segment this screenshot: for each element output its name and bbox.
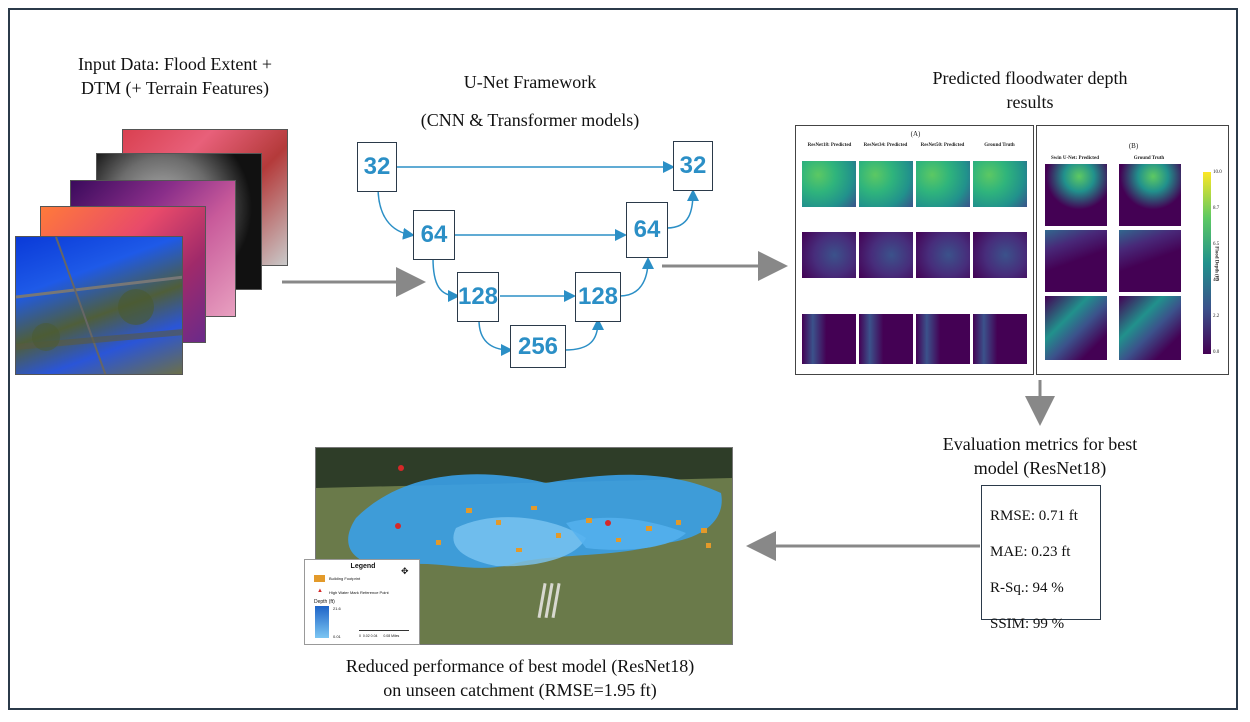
panel-a-col-3: ResNet50: Predicted bbox=[920, 143, 965, 148]
high-water-mark-icon: ▲ bbox=[317, 588, 323, 594]
panel-a-col-4: Ground Truth bbox=[984, 143, 1015, 148]
results-caption: Predicted floodwater depth results bbox=[880, 66, 1180, 114]
input-caption-line2: DTM (+ Terrain Features) bbox=[81, 78, 269, 98]
colorbar-tick-2: 8.7 bbox=[1213, 206, 1220, 211]
scale-bar bbox=[359, 630, 409, 633]
panel-b-col-1: Swin U-Net: Predicted bbox=[1051, 156, 1099, 161]
colorbar-tick-4: 4.3 bbox=[1213, 278, 1220, 283]
metric-r-squared: R-Sq.: 94 % bbox=[990, 580, 1064, 596]
north-arrow-icon: ✥ bbox=[401, 566, 409, 576]
down-path-3 bbox=[478, 319, 513, 356]
panel-a-tile-r2-c2 bbox=[859, 232, 913, 278]
panel-a-tile-r1-c3 bbox=[916, 161, 970, 207]
legend-building: Building Footprint bbox=[329, 576, 361, 581]
input-caption-line1: Input Data: Flood Extent + bbox=[77, 54, 273, 74]
up-path-1 bbox=[564, 318, 604, 351]
panel-b-label: (B) bbox=[1128, 142, 1139, 150]
colorbar-tick-3: 6.5 bbox=[1213, 242, 1220, 247]
panel-a-tile-r3-c3 bbox=[916, 314, 970, 364]
panel-a-col-2: ResNet34: Predicted bbox=[863, 143, 908, 148]
metric-mae: MAE: 0.23 ft bbox=[990, 544, 1071, 560]
colorbar-tick-6: 0.0 bbox=[1213, 350, 1220, 355]
input-layer-1-flood-extent bbox=[15, 236, 183, 375]
metric-ssim: SSIM: 99 % bbox=[990, 616, 1065, 632]
down-path-2 bbox=[432, 257, 460, 302]
panel-a-tile-r3-c4 bbox=[973, 314, 1027, 364]
unet-bottleneck-256: 256 bbox=[510, 325, 566, 368]
unet-subtitle: (CNN & Transformer models) bbox=[420, 110, 640, 130]
figure-frame bbox=[8, 8, 1238, 710]
metrics-box: RMSE: 0.71 ft MAE: 0.23 ft R-Sq.: 94 % S… bbox=[981, 485, 1101, 632]
depth-color-ramp bbox=[315, 606, 329, 638]
unseen-caption-line2: on unseen catchment (RMSE=1.95 ft) bbox=[383, 680, 657, 700]
panel-a-tile-r1-c4 bbox=[973, 161, 1027, 207]
legend-title: Legend bbox=[350, 563, 376, 570]
panel-a-tile-r2-c4 bbox=[973, 232, 1027, 278]
unet-encoder-32: 32 bbox=[357, 142, 397, 192]
input-layer-1-texture bbox=[16, 237, 182, 374]
unet-encoder-128: 128 bbox=[457, 272, 499, 322]
unseen-caption: Reduced performance of best model (ResNe… bbox=[320, 654, 720, 702]
colorbar-tick-1: 10.0 bbox=[1213, 170, 1222, 175]
legend-scale: 0 0.02 0.04 0.08 Miles bbox=[359, 634, 400, 638]
building-footprint-swatch-icon bbox=[314, 575, 325, 582]
panel-a-label: (A) bbox=[910, 130, 921, 138]
results-caption-line1: Predicted floodwater depth bbox=[932, 68, 1128, 88]
map-legend: Legend ✥ Building Footprint ▲ High Water… bbox=[304, 559, 420, 645]
panel-b-tile-r1-c1 bbox=[1045, 164, 1107, 226]
unet-decoder-64: 64 bbox=[626, 202, 668, 258]
results-panel-a: (A) ResNet18: Predicted ResNet34: Predic… bbox=[795, 125, 1034, 375]
legend-depth-min: 0.01 bbox=[333, 634, 341, 639]
up-path-2 bbox=[619, 257, 654, 297]
panel-a-tile-r3-c1 bbox=[802, 314, 856, 364]
evaluation-caption-line1: Evaluation metrics for best bbox=[942, 434, 1138, 454]
colorbar bbox=[1203, 172, 1211, 354]
panel-a-tile-r2-c1 bbox=[802, 232, 856, 278]
unseen-caption-line1: Reduced performance of best model (ResNe… bbox=[345, 656, 695, 676]
panel-b-tile-r3-c2 bbox=[1119, 296, 1181, 360]
panel-a-tile-r1-c1 bbox=[802, 161, 856, 207]
evaluation-caption-line2: model (ResNet18) bbox=[973, 458, 1107, 478]
legend-hwm: High Water Mark Reference Point bbox=[329, 590, 389, 595]
unet-title: U-Net Framework bbox=[463, 72, 597, 92]
up-path-3 bbox=[666, 189, 699, 229]
metric-rmse: RMSE: 0.71 ft bbox=[990, 508, 1078, 524]
legend-depth-max: 21.6 bbox=[333, 606, 341, 611]
unet-decoder-32: 32 bbox=[673, 141, 713, 191]
input-caption: Input Data: Flood Extent + DTM (+ Terrai… bbox=[40, 52, 310, 100]
results-panel-b: (B) Swin U-Net: Predicted Ground Truth 1… bbox=[1036, 125, 1229, 375]
panel-b-tile-r2-c1 bbox=[1045, 230, 1107, 292]
panel-b-tile-r2-c2 bbox=[1119, 230, 1181, 292]
legend-depth: Depth (ft) bbox=[314, 599, 335, 605]
panel-b-tile-r1-c2 bbox=[1119, 164, 1181, 226]
unet-encoder-64: 64 bbox=[413, 210, 455, 260]
colorbar-title: Flood Depth (ft) bbox=[1213, 246, 1219, 281]
down-path-1 bbox=[377, 186, 415, 240]
panel-a-col-1: ResNet18: Predicted bbox=[807, 143, 852, 148]
panel-a-tile-r2-c3 bbox=[916, 232, 970, 278]
panel-a-tile-r3-c2 bbox=[859, 314, 913, 364]
unet-decoder-128: 128 bbox=[575, 272, 621, 322]
panel-b-col-2: Ground Truth bbox=[1133, 156, 1165, 161]
colorbar-tick-5: 2.2 bbox=[1213, 314, 1220, 319]
panel-b-tile-r3-c1 bbox=[1045, 296, 1107, 360]
panel-a-tile-r1-c2 bbox=[859, 161, 913, 207]
evaluation-caption: Evaluation metrics for best model (ResNe… bbox=[920, 432, 1160, 480]
results-caption-line2: results bbox=[1006, 92, 1054, 112]
